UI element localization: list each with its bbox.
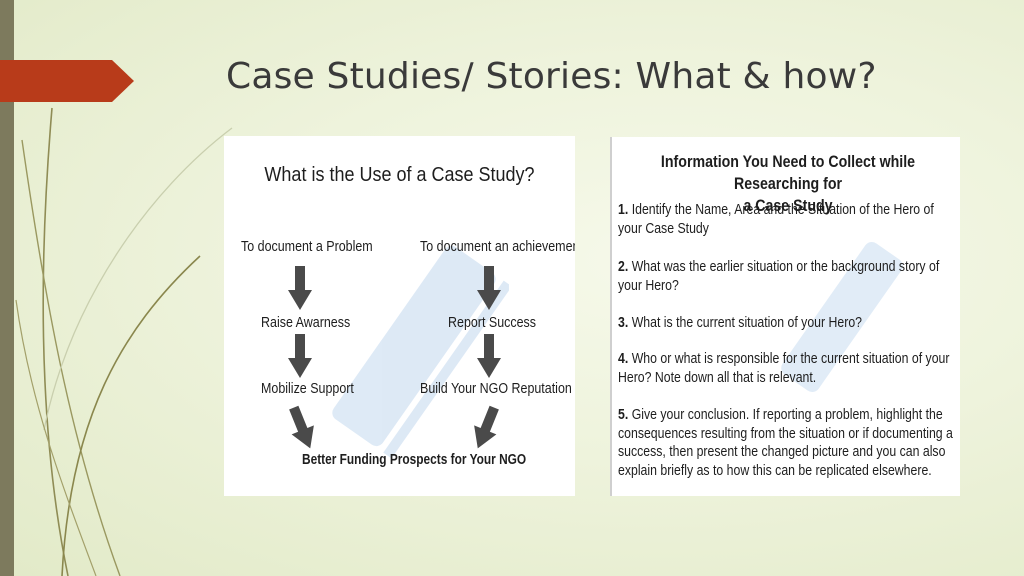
item-text: Give your conclusion. If reporting a pro… <box>618 407 953 479</box>
item-number: 1. <box>618 202 628 218</box>
arrow-down-icon <box>477 334 501 378</box>
arrow-diagonal-icon <box>286 404 318 452</box>
checklist-item-5: 5. Give your conclusion. If reporting a … <box>618 406 958 480</box>
diagram-heading: What is the Use of a Case Study? <box>242 164 558 187</box>
item-number: 4. <box>618 351 628 367</box>
flow-mobilize-support: Mobilize Support <box>261 381 354 397</box>
checklist-item-1: 1. Identify the Name, Area and the Situa… <box>618 201 958 238</box>
item-text: What is the current situation of your He… <box>632 315 862 331</box>
item-text: What was the earlier situation or the ba… <box>618 259 939 294</box>
case-study-use-diagram: What is the Use of a Case Study? To docu… <box>224 136 575 496</box>
arrow-down-icon <box>288 266 312 310</box>
checklist-item-4: 4. Who or what is responsible for the cu… <box>618 350 958 387</box>
item-number: 2. <box>618 259 628 275</box>
item-text: Who or what is responsible for the curre… <box>618 351 949 386</box>
arrow-down-icon <box>477 266 501 310</box>
checklist-heading-line1: Information You Need to Collect while Re… <box>642 151 934 195</box>
slide-title: Case Studies/ Stories: What & how? <box>226 56 877 97</box>
arrow-diagonal-icon <box>470 404 502 452</box>
flow-raise-awareness: Raise Awarness <box>261 315 350 331</box>
checklist-item-3: 3. What is the current situation of your… <box>618 314 958 333</box>
flow-report-success: Report Success <box>448 315 536 331</box>
flow-outcome: Better Funding Prospects for Your NGO <box>302 452 526 468</box>
item-text: Identify the Name, Area and the Situatio… <box>618 202 934 237</box>
item-number: 5. <box>618 407 628 423</box>
title-accent-tab <box>0 60 134 102</box>
flow-document-achievement: To document an achievement <box>420 239 575 255</box>
flow-document-problem: To document a Problem <box>241 239 373 255</box>
arrow-down-icon <box>288 334 312 378</box>
flow-build-reputation: Build Your NGO Reputation <box>420 381 572 397</box>
research-checklist: Information You Need to Collect while Re… <box>610 137 960 496</box>
checklist-item-2: 2. What was the earlier situation or the… <box>618 258 958 295</box>
item-number: 3. <box>618 315 628 331</box>
